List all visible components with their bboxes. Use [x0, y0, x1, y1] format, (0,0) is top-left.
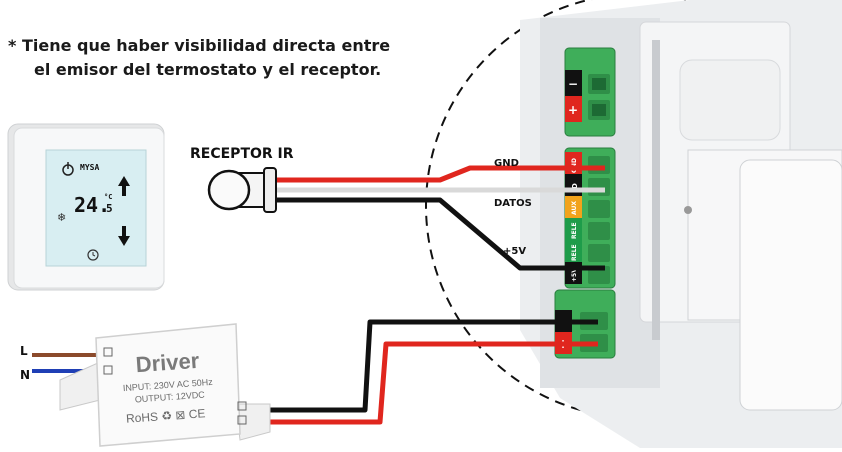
thermostat-brand: MYSA — [80, 163, 99, 172]
note-line-2: el emisor del termostato y el receptor. — [34, 60, 382, 79]
wire-gnd — [262, 165, 605, 183]
thermostat-display: MYSA 24. 5 °C — [74, 163, 113, 217]
label-line: L — [20, 344, 28, 358]
arrow-up-icon — [118, 176, 130, 196]
driver-wires — [250, 319, 598, 425]
clock-icon — [87, 249, 99, 261]
label-datos: DATOS — [494, 198, 532, 209]
label-receptor-ir: RECEPTOR IR — [190, 146, 294, 162]
wire-5v — [262, 197, 605, 271]
thermostat-unit: °C — [104, 193, 112, 201]
ir-receptor-led — [207, 167, 277, 213]
driver-box — [59, 323, 271, 447]
label-gnd: GND — [494, 158, 519, 169]
tag-top-plus: + — [568, 103, 578, 117]
tag-5v: +5V — [571, 268, 578, 282]
driver-marks: RoHS ♻ ⊠ CE — [126, 406, 206, 426]
tag-rele-2: RELE — [571, 244, 578, 261]
label-neutral: N — [20, 368, 31, 382]
note-line-1: * Tiene que haber visibilidad directa en… — [8, 36, 391, 55]
thermostat-decimal: 5 — [106, 202, 113, 215]
thermostat: ❄ — [7, 123, 165, 291]
thermostat-temperature: 24. — [74, 193, 110, 217]
tag-top-minus: − — [568, 77, 578, 91]
driver-text: Driver INPUT: 230V AC 50Hz OUTPUT: 12VDC… — [123, 348, 214, 426]
snowflake-icon: ❄ — [57, 211, 66, 224]
tag-d: D — [571, 183, 579, 189]
ir-wires — [262, 165, 605, 271]
label-5v: +5V — [503, 246, 527, 257]
tag-rele-1: RELE — [571, 222, 578, 239]
arrow-down-icon — [118, 226, 130, 246]
tag-aux: AUX — [571, 201, 578, 215]
visibility-note: * Tiene que haber visibilidad directa en… — [8, 34, 438, 82]
driver-title: Driver — [135, 348, 201, 377]
driver-output: OUTPUT: 12VDC — [135, 390, 206, 405]
terminal-block-top — [564, 47, 616, 137]
